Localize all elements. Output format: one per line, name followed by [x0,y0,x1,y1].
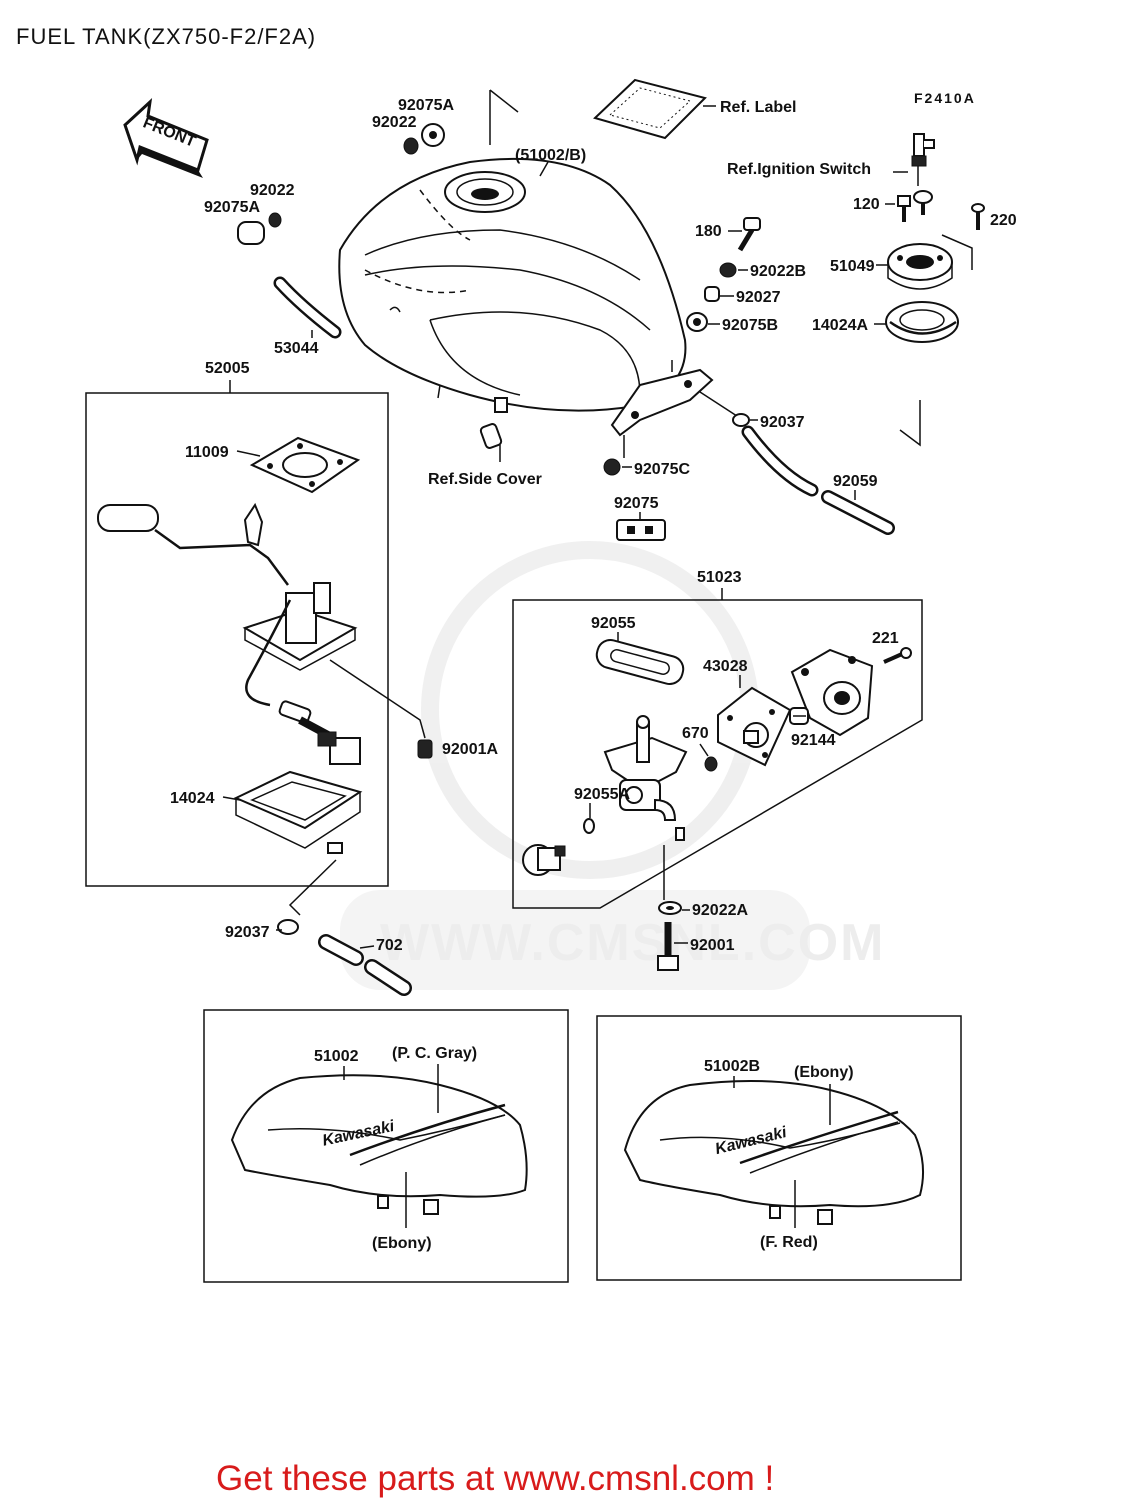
label-92022-left: 92022 [250,182,295,199]
rubber-92075 [616,519,666,541]
label-92001A: 92001A [442,741,498,758]
label-92037-right: 92037 [760,414,805,431]
label-92022-top: 92022 [372,114,417,131]
variant-1-bottom-color: (Ebony) [372,1235,432,1252]
damper-92075A-left [237,221,265,245]
ref-label-icon [593,78,716,140]
pump-assembly-box [85,392,389,887]
alignment-mark [899,400,921,447]
label-ref-side-cover: Ref.Side Cover [428,471,542,488]
screw-220 [971,203,985,230]
key-icon [911,133,935,186]
oring-92055A [583,818,595,834]
page-title: FUEL TANK(ZX750-F2/F2A) [16,24,316,49]
label-92027: 92027 [736,289,781,306]
gasket-14024A [885,301,959,343]
cap-51049 [887,243,953,290]
label-221: 221 [872,630,899,647]
nut-92001A [417,739,433,759]
label-92075B: 92075B [722,317,778,334]
fuel-gauge-sender [97,502,361,765]
variant-2-bottom-color: (F. Red) [760,1234,818,1251]
breather-hose-53044 [273,276,342,339]
damper-92075C [603,458,621,476]
clamp-92037-right [732,413,750,427]
hose-section-right [741,425,819,497]
label-180: 180 [695,223,722,240]
fuel-cock-body [603,715,688,841]
label-92059: 92059 [833,473,878,490]
ref-label-text: Ref. Label [720,99,796,116]
hose-702 [318,934,412,996]
variant-panel-51002B: Kawasaki [596,1015,962,1281]
alignment-mark [941,234,973,270]
label-51049: 51049 [830,258,875,275]
tank-bracket [610,368,714,437]
watermark: WWW.CMSNL.COM [340,541,885,990]
label-670: 670 [682,725,709,742]
label-92055A: 92055A [574,786,630,803]
label-92075A-top: 92075A [398,97,454,114]
label-120: 120 [853,196,880,213]
lever-knob [522,844,566,876]
variant-1-part: 51002 [314,1048,359,1065]
label-220: 220 [990,212,1017,229]
label-53044: 53044 [274,340,319,357]
footer-link[interactable]: Get these parts at www.cmsnl.com ! [216,1459,774,1498]
variant-1-top-color: (P. C. Gray) [392,1045,477,1062]
label-92075C: 92075C [634,461,690,478]
washer-92022-left [268,212,282,228]
cover-51023 [790,648,874,737]
label-92075: 92075 [614,495,659,512]
hose-92059 [821,490,895,535]
damper-92075A-top [421,123,445,147]
front-arrow-icon: FRONT [123,98,209,178]
screw-120b [913,190,933,215]
bolt-180 [737,217,761,252]
label-51023: 51023 [697,569,742,586]
alignment-mark [489,89,519,113]
washer-92022-top [403,137,419,155]
spring-92144 [789,707,809,725]
diaphragm-43028 [717,686,792,767]
label-92075A-left: 92075A [204,199,260,216]
screw-120 [897,195,911,222]
label-11009: 11009 [185,444,229,461]
gasket-14024 [233,770,363,854]
label-43028: 43028 [703,658,748,675]
bolt-92001 [657,922,679,971]
drawing-code: F2410A [914,90,976,106]
fuel-cock-box [512,599,923,909]
side-cover-bushing [479,423,503,449]
gasket-92055 [595,639,685,685]
variant-2-part: 51002B [704,1058,760,1075]
variant-2-top-color: (Ebony) [794,1064,854,1081]
gasket-11009 [249,436,361,494]
label-tank-ref: (51002/B) [515,147,586,164]
label-ref-ignition: Ref.Ignition Switch [727,161,871,178]
label-52005: 52005 [205,360,250,377]
label-92022B: 92022B [750,263,806,280]
screw-221 [883,647,912,664]
label-702: 702 [376,937,403,954]
fuel-tank [338,157,687,413]
label-92022A: 92022A [692,902,748,919]
clamp-92037-bottom [277,919,299,935]
collar-92027 [704,286,720,302]
label-14024A: 14024A [812,317,868,334]
label-92055: 92055 [591,615,636,632]
washer-92022B [719,262,737,278]
oring-670 [704,756,718,772]
label-92037-bottom: 92037 [225,924,270,941]
label-92144: 92144 [791,732,836,749]
watermark-text: WWW.CMSNL.COM [380,914,885,972]
label-92001: 92001 [690,937,735,954]
variant-panel-51002: Kawasaki [203,1009,569,1283]
label-14024: 14024 [170,790,215,807]
